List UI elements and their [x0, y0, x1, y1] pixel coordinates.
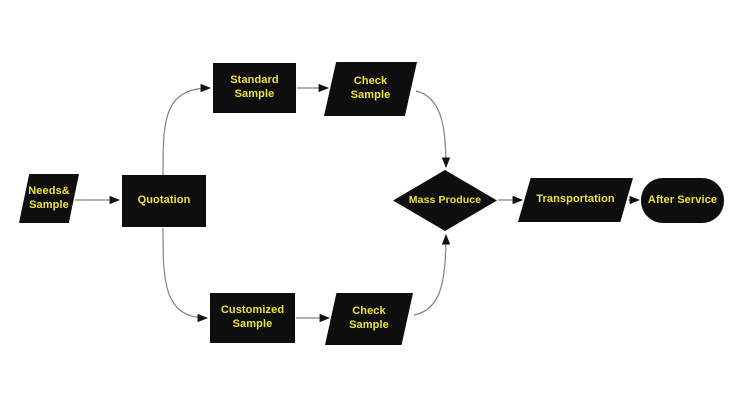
node-transportation: Transportation — [518, 178, 633, 222]
node-label: Quotation — [137, 194, 191, 207]
node-label: Customized Sample — [220, 304, 285, 330]
node-label: After Service — [647, 193, 718, 206]
node-quotation: Quotation — [122, 175, 206, 227]
node-label: Needs& Sample — [28, 184, 70, 211]
node-label: Transportation — [536, 193, 615, 206]
node-label: Check Sample — [349, 305, 389, 331]
node-standard-sample: Standard Sample — [213, 63, 296, 113]
node-check-sample-bottom: Check Sample — [325, 293, 413, 345]
connector-quotation-to-standard-sample — [162, 83, 212, 176]
node-needs-sample: Needs& Sample — [19, 174, 79, 223]
connector-quotation-to-customized-sample — [162, 227, 209, 323]
node-check-sample-top: Check Sample — [324, 62, 417, 116]
connector-check-sample-bottom-to-mass-produce — [413, 233, 451, 316]
node-label: Standard Sample — [230, 74, 279, 100]
connector-check-sample-top-to-mass-produce — [415, 90, 451, 169]
node-customized-sample: Customized Sample — [210, 293, 295, 343]
node-label: Check Sample — [350, 75, 391, 101]
node-after-service: After Service — [641, 178, 724, 223]
node-label: Mass Produce — [408, 193, 482, 206]
